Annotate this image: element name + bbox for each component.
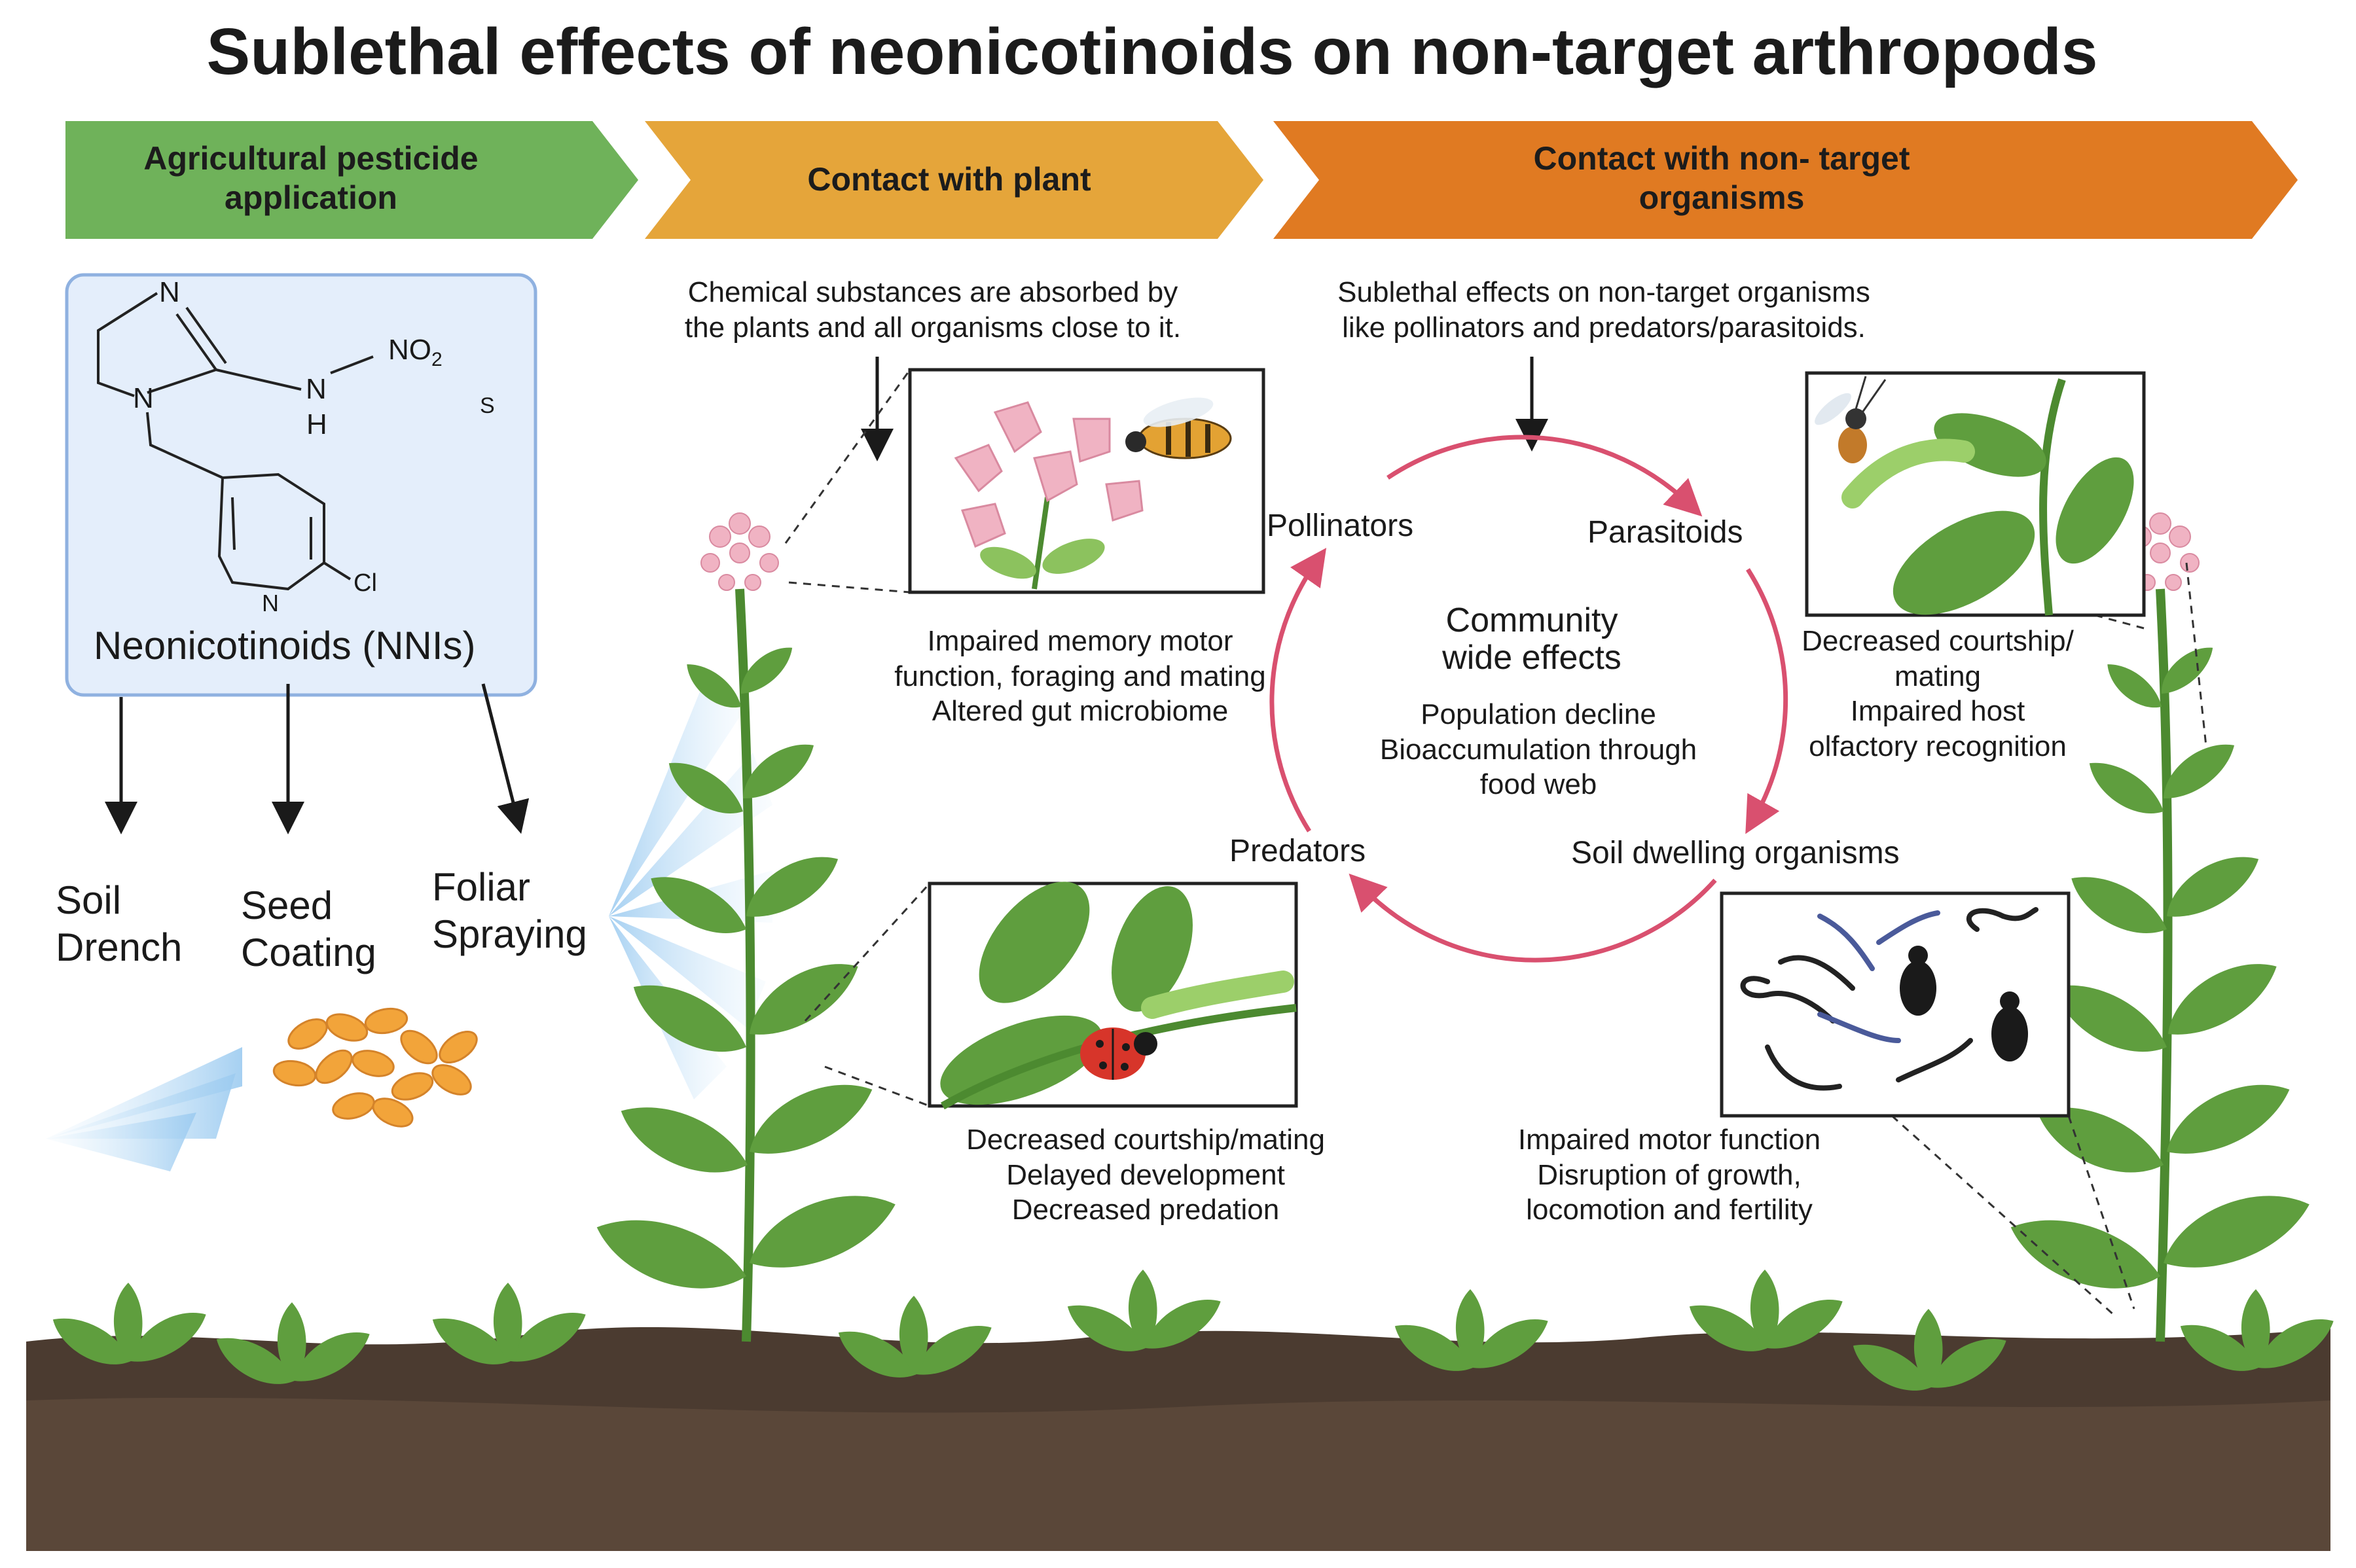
method-seed-coating: Seed Coating <box>241 883 376 974</box>
cycle-center-title: Community wide effects <box>1442 601 1622 677</box>
stage-banner-organisms <box>1273 121 2298 239</box>
label-pollinators: Pollinators <box>1267 508 1414 543</box>
ladybug-icon <box>1080 1027 1157 1080</box>
inset-pollinator <box>908 368 1265 594</box>
inset-soil-organisms <box>1720 891 2071 1118</box>
effects-pollinators: Impaired memory motor function, foraging… <box>894 625 1266 728</box>
soil-drench-spray <box>46 1047 242 1171</box>
effects-cycle <box>1269 435 1788 963</box>
effects-predators: Decreased courtship/mating Delayed devel… <box>966 1124 1325 1226</box>
atom-n-pyridine: N <box>262 590 279 616</box>
atom-n-ring-left: N <box>133 382 154 414</box>
stage-label-organisms: Contact with non- target organisms <box>1533 140 1910 216</box>
inset-predator <box>928 882 1298 1110</box>
cycle-center-text: Population decline Bioaccumulation throu… <box>1379 698 1697 801</box>
bee-icon <box>1125 397 1232 459</box>
page-title: Sublethal effects of neonicotinoids on n… <box>206 15 2098 88</box>
method-soil-drench: Soil Drench <box>56 878 183 969</box>
atom-cl: Cl <box>353 569 377 597</box>
beetle-icon <box>1900 946 2028 1061</box>
coated-seeds <box>272 1007 478 1128</box>
effects-soil-organisms: Impaired motor function Disruption of gr… <box>1517 1124 1821 1226</box>
atom-n-ring-top: N <box>159 276 180 308</box>
zoom-connectors <box>784 369 2207 1317</box>
method-foliar-spraying: Foliar Spraying <box>432 865 587 956</box>
stage-label-application: Agricultural pesticide application <box>143 140 479 216</box>
arrow-to-foliar <box>481 683 530 834</box>
wasp-icon <box>1815 376 1887 463</box>
stage-banner-application <box>65 121 638 239</box>
tall-plant-left <box>587 512 905 1342</box>
organism-effects-note: Sublethal effects on non-target organism… <box>1337 276 1870 344</box>
label-soil-dwelling: Soil dwelling organisms <box>1571 836 1900 870</box>
atom-nh-n: N <box>306 373 327 405</box>
molecule-name: Neonicotinoids (NNIs) <box>94 624 476 668</box>
stage-label-plant: Contact with plant <box>807 161 1091 198</box>
label-parasitoids: Parasitoids <box>1587 515 1743 550</box>
effects-parasitoids: Decreased courtship/ mating Impaired hos… <box>1802 625 2074 763</box>
molecule-structure <box>97 292 374 591</box>
stage-banner-plant <box>645 121 1263 239</box>
caterpillar-icon <box>1841 438 1975 508</box>
soil-layer <box>26 1397 2330 1551</box>
caterpillar-icon <box>1141 971 1294 1019</box>
atom-no2: NO2 <box>388 334 443 370</box>
label-predators: Predators <box>1229 834 1366 868</box>
plant-absorption-note: Chemical substances are absorbed by the … <box>684 276 1182 344</box>
atom-nh-h: H <box>306 408 327 440</box>
atom-s: S <box>480 393 495 418</box>
inset-parasitoid <box>1805 371 2146 617</box>
